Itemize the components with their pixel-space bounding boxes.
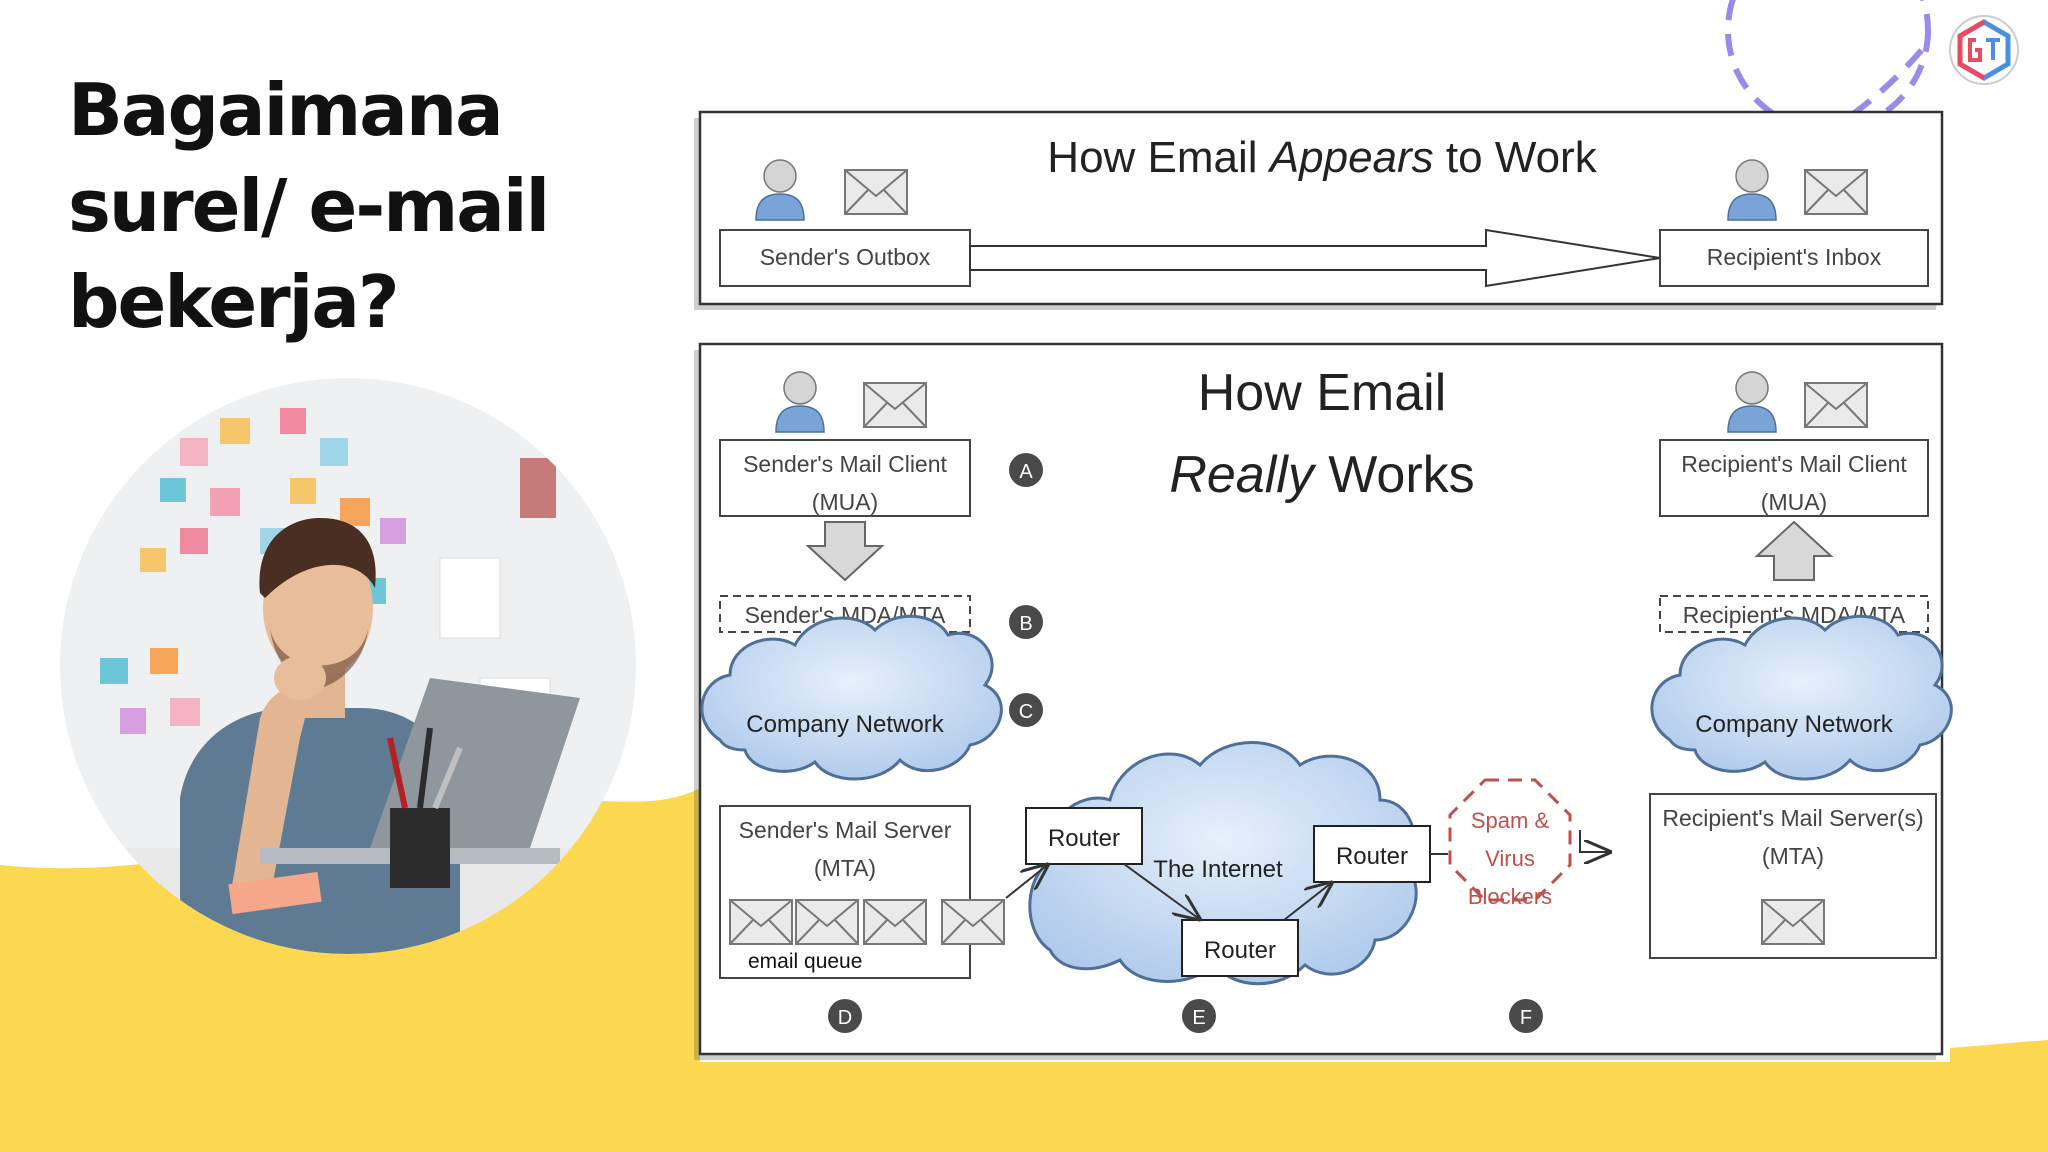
down-arrow-icon — [805, 521, 885, 582]
router-label-1: Router — [1048, 825, 1120, 852]
title-line: surel/ e-mail — [68, 164, 550, 248]
recipient-client-sub: (MUA) — [1761, 489, 1827, 515]
router-label-2: Router — [1204, 937, 1276, 964]
recipient-server-label: Recipient's Mail Server(s) — [1662, 805, 1923, 831]
flow-arrow — [1579, 830, 1608, 852]
step-marker-d-label: D — [838, 1007, 852, 1029]
flow-arrow — [1283, 884, 1330, 921]
envelope-icon — [863, 382, 927, 428]
sender-server-box — [719, 805, 971, 979]
router-box-1 — [1025, 807, 1143, 865]
sender-client-label: Sender's Mail Client — [743, 451, 947, 477]
step-marker-c-label: C — [1019, 701, 1033, 723]
router-box-2 — [1181, 919, 1299, 977]
sender-network-label: Company Network — [746, 711, 944, 738]
sender-client-box — [719, 439, 971, 517]
recipient-inbox-box — [1659, 229, 1929, 287]
really-title-line2: Really Works — [1169, 446, 1474, 504]
sender-outbox-label: Sender's Outbox — [760, 244, 931, 270]
router-box-3 — [1313, 825, 1431, 883]
flow-arrow — [1123, 863, 1198, 918]
step-marker-b-label: B — [1019, 613, 1032, 635]
envelope-icon — [1804, 382, 1868, 428]
step-marker-f-label: F — [1520, 1007, 1532, 1029]
sender-network-cloud — [700, 614, 1003, 781]
direct-arrow — [969, 228, 1661, 288]
recipient-server-sub: (MTA) — [1762, 843, 1824, 869]
gt-logo-icon — [1949, 15, 2019, 85]
recipient-client-label: Recipient's Mail Client — [1681, 451, 1907, 477]
delivered-envelope-icon — [1761, 899, 1825, 945]
internet-label: The Internet — [1153, 856, 1283, 883]
appears-title: How Email Appears to Work — [1047, 133, 1597, 182]
outgoing-envelope-icon — [941, 899, 1005, 945]
recipient-inbox-label: Recipient's Inbox — [1707, 244, 1882, 270]
router-label-3: Router — [1336, 843, 1408, 870]
appears-panel: How Email Appears to Work Sender's Outbo… — [694, 110, 1944, 310]
yellow-base — [690, 1062, 2048, 1152]
recipient-network-label: Company Network — [1695, 711, 1893, 738]
sender-server-label: Sender's Mail Server — [739, 817, 952, 843]
queued-envelope-icon — [795, 899, 859, 945]
spam-label-line: Spam & — [1471, 808, 1550, 833]
envelope-icon — [1804, 169, 1868, 215]
sender-server-sub: (MTA) — [814, 855, 876, 881]
queued-envelope-icon — [863, 899, 927, 945]
spam-label-line: Blockers — [1468, 884, 1552, 909]
envelope-icon — [844, 169, 908, 215]
really-title-line1: How Email — [1198, 364, 1447, 422]
recipient-client-box — [1659, 439, 1929, 517]
sender-outbox-box — [719, 229, 971, 287]
up-arrow-icon — [1754, 520, 1834, 581]
email-queue-label: email queue — [748, 950, 862, 973]
spam-label-line: Virus — [1485, 846, 1535, 871]
really-panel: How Email Really Works Sender's Mail Cli… — [694, 342, 1953, 1060]
thinking-man-photo — [60, 378, 636, 954]
queued-envelope-icon — [729, 899, 793, 945]
sender-client-sub: (MUA) — [812, 489, 878, 515]
flow-arrow — [1005, 866, 1046, 899]
yellow-right-band — [1950, 1040, 2048, 1070]
spam-blocker-octagon — [1448, 778, 1572, 902]
title-line: Bagaimana — [68, 68, 504, 152]
title-line: bekerja? — [68, 260, 400, 344]
step-marker-e-label: E — [1192, 1007, 1205, 1029]
page-title: Bagaimana surel/ e-mail bekerja? — [68, 62, 628, 350]
email-diagram: How Email Appears to Work Sender's Outbo… — [694, 110, 1953, 1060]
recipient-network-cloud — [1650, 614, 1953, 781]
step-marker-a-label: A — [1019, 461, 1033, 483]
